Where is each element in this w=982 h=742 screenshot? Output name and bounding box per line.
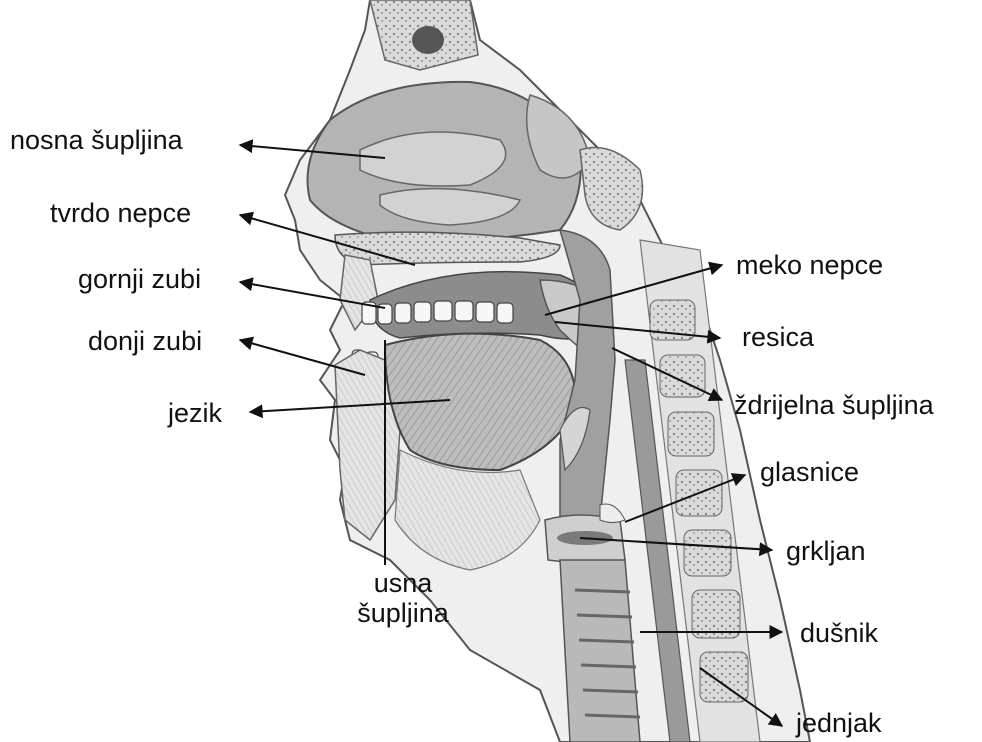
nasal-cavity: [308, 82, 591, 240]
trachea: [560, 560, 640, 742]
label-upper-teeth: gornji zubi: [78, 264, 201, 294]
label-pharynx: ždrijelna šupljina: [734, 390, 934, 420]
label-lower-teeth: donji zubi: [88, 326, 202, 356]
label-oral-cavity-line1: usna: [338, 568, 468, 598]
label-hard-palate: tvrdo nepce: [50, 198, 191, 228]
label-soft-palate: meko nepce: [736, 250, 883, 280]
label-oral-cavity-line2: šupljina: [338, 598, 468, 628]
label-tongue: jezik: [168, 398, 222, 428]
label-vocal-cords: glasnice: [760, 457, 859, 487]
label-uvula: resica: [742, 322, 814, 352]
label-trachea: dušnik: [800, 618, 878, 648]
label-larynx: grkljan: [786, 536, 866, 566]
upper-teeth: [362, 301, 513, 324]
label-oral-cavity: usna šupljina: [338, 568, 468, 628]
frontal-bone: [370, 0, 478, 70]
label-esophagus: jednjak: [796, 708, 882, 738]
label-nasal-cavity: nosna šupljina: [10, 125, 183, 155]
